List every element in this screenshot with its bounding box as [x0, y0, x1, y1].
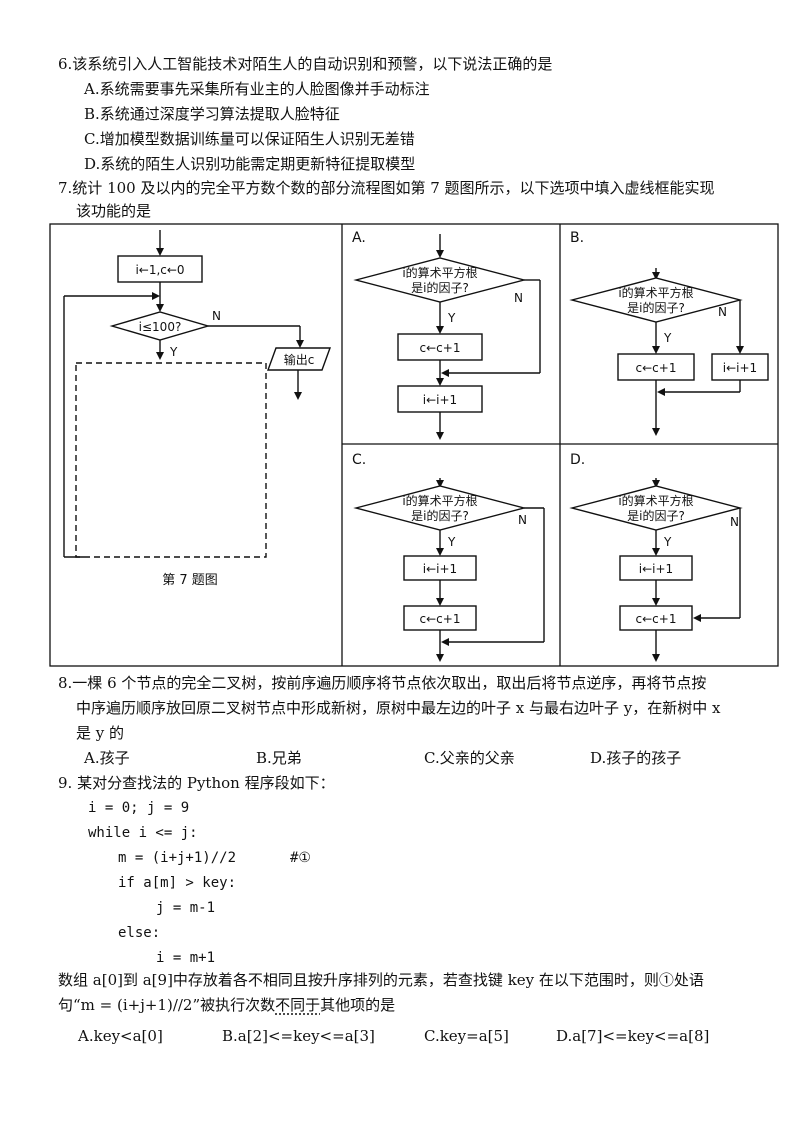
option-c-box1: i←i+1 — [423, 562, 457, 576]
output-parallelogram — [267, 347, 331, 371]
dashed-placeholder-box — [75, 362, 267, 558]
q8-option-d: D.孩子的孩子 — [590, 749, 682, 767]
option-d-letter: D. — [570, 452, 585, 468]
option-b-no: N — [718, 305, 727, 319]
option-c-flowchart — [353, 478, 545, 662]
q8-line3: 是 y 的 — [76, 724, 125, 742]
q8-option-b: B.兄弟 — [256, 749, 302, 767]
code-line-3: m = (i+j+1)//2 — [118, 850, 237, 866]
option-b-cond-line1: i的算术平方根 — [618, 285, 693, 300]
code-line-6: else: — [118, 925, 161, 941]
q9-option-a: A.key<a[0] — [78, 1027, 163, 1045]
q7-frame — [49, 223, 779, 667]
option-d-no: N — [730, 515, 739, 529]
option-d-cond-line2: 是i的因子? — [627, 508, 685, 523]
option-a-no: N — [514, 291, 523, 305]
option-a-yes: Y — [447, 311, 456, 325]
q9-option-b: B.a[2]<=key<=a[3] — [222, 1027, 375, 1045]
option-d-flowchart — [569, 478, 743, 662]
option-c-no: N — [518, 513, 527, 527]
q7-stem-line2: 该功能的是 — [76, 202, 152, 220]
q7-stem-line1: 7.统计 100 及以内的完全平方数个数的部分流程图如第 7 题图所示，以下选项… — [58, 179, 715, 197]
q6-stem: 6.该系统引入人工智能技术对陌生人的自动识别和预警，以下说法正确的是 — [58, 55, 553, 73]
q8-line2: 中序遍历顺序放回原二叉树节点中形成新树，原树中最左边的叶子 x 与最右边叶子 y… — [76, 699, 721, 717]
q9-desc-line2: 句“m = (i+j+1)//2”被执行次数不同于其他项的是 — [58, 995, 395, 1015]
q9-stem: 9. 某对分查找法的 Python 程序段如下： — [58, 774, 335, 792]
q9-desc-line1: 数组 a[0]到 a[9]中存放着各不相同且按升序排列的元素，若查找键 key … — [58, 971, 704, 989]
option-a-cond-line1: i的算术平方根 — [402, 265, 477, 280]
code-line-5: j = m-1 — [156, 900, 216, 916]
q7-figure: i←1,c←0 i≤100? N Y 输出c 第 7 题图 A. i的算术平方根… — [49, 223, 779, 667]
option-b-letter: B. — [570, 230, 584, 246]
init-label: i←1,c←0 — [135, 263, 184, 277]
q6-option-b: B.系统通过深度学习算法提取人脸特征 — [84, 105, 340, 123]
option-a-cond-line2: 是i的因子? — [411, 280, 469, 295]
option-a-flowchart — [353, 234, 541, 440]
q9-desc-part1: 句“m = (i+j+1)//2”被执行次数 — [58, 996, 276, 1014]
q6-option-d: D.系统的陌生人识别功能需定期更新特征提取模型 — [84, 155, 416, 173]
code-line-1: i = 0; j = 9 — [88, 800, 190, 816]
loop-condition-label: i≤100? — [139, 320, 182, 334]
code-line-7: i = m+1 — [156, 950, 216, 966]
option-b-flowchart — [569, 268, 769, 436]
q9-option-c: C.key=a[5] — [424, 1027, 509, 1045]
q6-option-c: C.增加模型数据训练量可以保证陌生人识别无差错 — [84, 130, 415, 148]
option-d-cond-line1: i的算术平方根 — [618, 493, 693, 508]
init-box — [117, 255, 203, 283]
option-d-box2: c←c+1 — [636, 612, 677, 626]
option-c-letter: C. — [352, 452, 366, 468]
option-c-cond-line2: 是i的因子? — [411, 508, 469, 523]
q9-option-d: D.a[7]<=key<=a[8] — [556, 1027, 710, 1045]
q8-line1: 8.一棵 6 个节点的完全二叉树，按前序遍历顺序将节点依次取出，取出后将节点逆序… — [58, 674, 707, 692]
option-c-yes: Y — [447, 535, 456, 549]
option-a-box2: i←i+1 — [423, 393, 457, 407]
option-d-yes: Y — [663, 535, 672, 549]
option-b-box1: c←c+1 — [636, 361, 677, 375]
q9-desc-part3: 其他项的是 — [320, 996, 396, 1014]
main-no-label: N — [212, 309, 221, 323]
option-b-yes: Y — [663, 331, 672, 345]
code-line-2: while i <= j: — [88, 825, 198, 841]
main-flowchart — [63, 230, 331, 558]
option-b-box2: i←i+1 — [723, 361, 757, 375]
q6-option-a: A.系统需要事先采集所有业主的人脸图像并手动标注 — [84, 80, 430, 98]
code-line-4: if a[m] > key: — [118, 875, 237, 891]
figure-caption: 第 7 题图 — [162, 573, 218, 588]
main-yes-label: Y — [169, 345, 178, 359]
q8-option-a: A.孩子 — [84, 749, 130, 767]
option-c-box2: c←c+1 — [420, 612, 461, 626]
option-a-letter: A. — [352, 230, 366, 246]
option-d-box1: i←i+1 — [639, 562, 673, 576]
output-label: 输出c — [284, 352, 315, 367]
option-c-cond-line1: i的算术平方根 — [402, 493, 477, 508]
code-comment: #① — [290, 850, 311, 866]
option-b-cond-line2: 是i的因子? — [627, 300, 685, 315]
option-a-box1: c←c+1 — [420, 341, 461, 355]
q8-option-c: C.父亲的父亲 — [424, 749, 515, 767]
q9-desc-emphasis: 不同于 — [275, 996, 321, 1014]
